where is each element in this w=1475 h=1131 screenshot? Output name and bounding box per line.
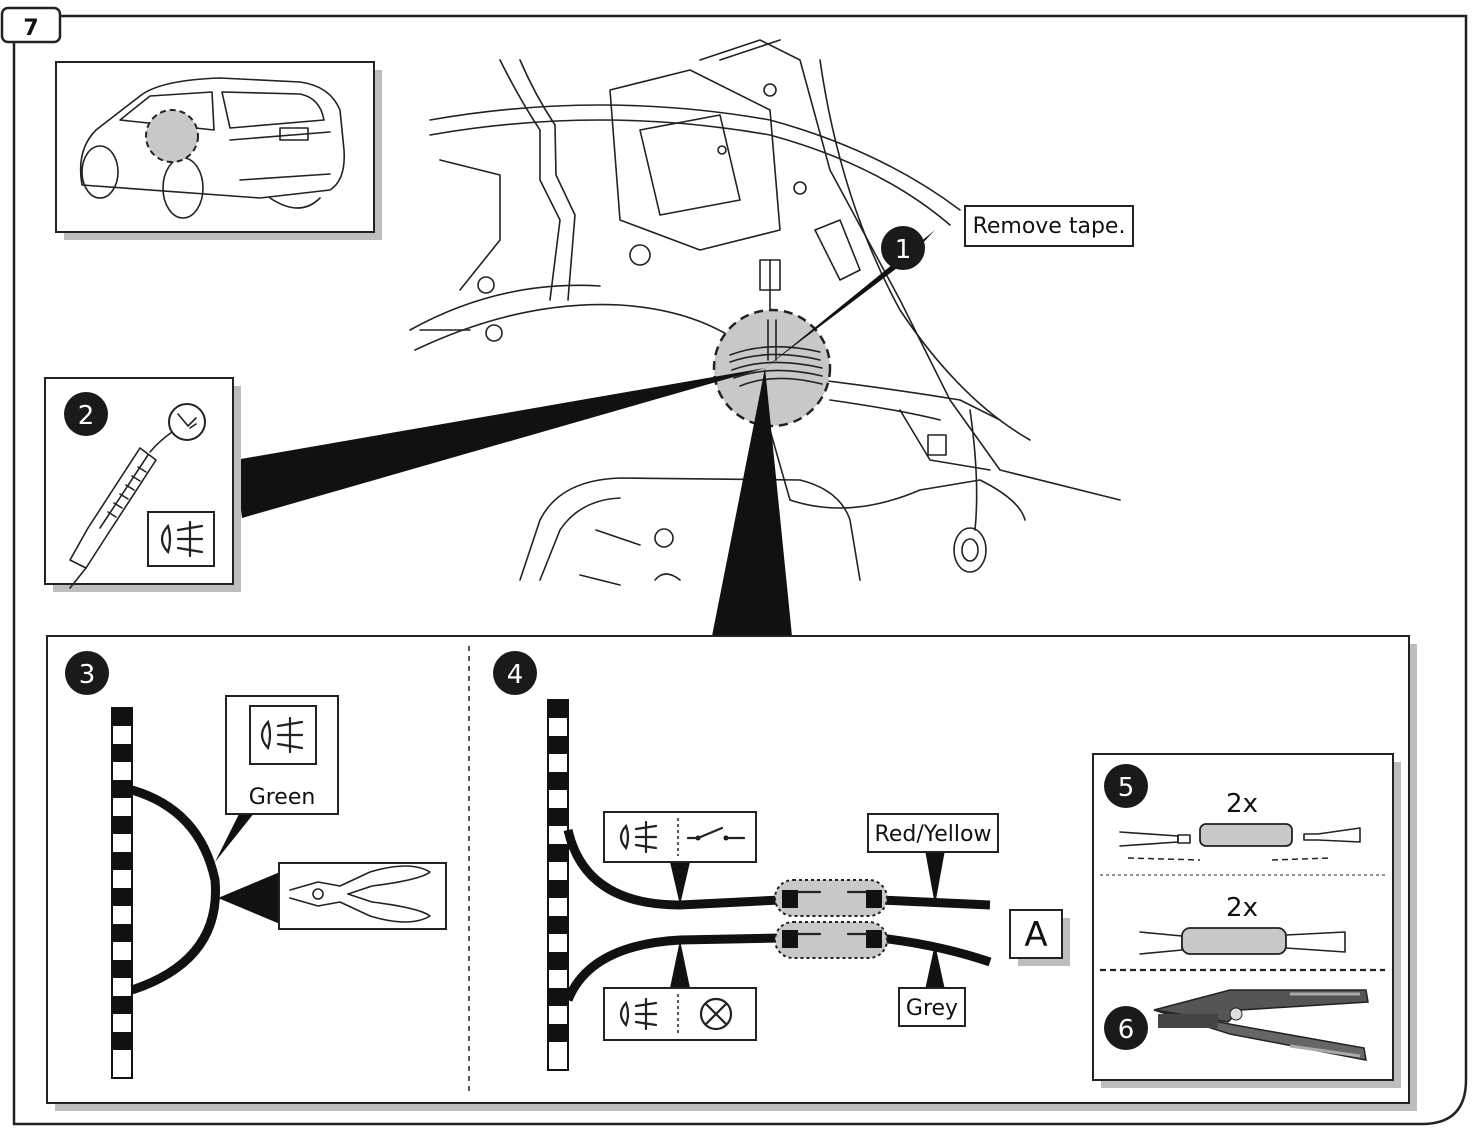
green-wire xyxy=(130,785,220,995)
switch-icon xyxy=(686,826,746,841)
remove-tape-label: Remove tape. xyxy=(964,205,1134,247)
wire-bottom-label xyxy=(603,987,757,1041)
step-badge: 7 xyxy=(0,6,62,44)
connector-a-label: A xyxy=(1009,909,1070,966)
fog-lamp-icon xyxy=(147,511,215,567)
pointer-green xyxy=(215,812,255,862)
connector-assembly-icon xyxy=(1119,823,1361,861)
red-yellow-label: Red/Yellow xyxy=(867,813,999,853)
side-cutter-icon xyxy=(278,862,447,930)
callout-5-number: 5 xyxy=(1118,773,1135,803)
lamp-icon xyxy=(699,997,733,1031)
butt-connector-bottom xyxy=(774,921,888,959)
grey-wire xyxy=(563,933,992,1002)
callout-1: 1 xyxy=(881,226,925,270)
car-location-panel xyxy=(55,61,382,240)
qty-bottom: 2x xyxy=(1226,893,1258,923)
fog-lamp-icon xyxy=(249,705,317,765)
outer-frame xyxy=(12,14,1468,1126)
green-label: Green xyxy=(249,785,316,810)
callout-3-number: 3 xyxy=(79,660,96,690)
vehicle-interior-drawing xyxy=(409,39,1121,586)
location-marker xyxy=(145,109,199,163)
grey-text: Grey xyxy=(906,996,958,1021)
harness-strip-right xyxy=(547,699,569,1071)
callout-6-number: 6 xyxy=(1118,1015,1135,1045)
red-yellow-text: Red/Yellow xyxy=(875,822,992,847)
module-bracket xyxy=(609,69,807,266)
callout-1-number: 1 xyxy=(895,235,912,265)
test-light-icon xyxy=(69,403,206,589)
harness-highlight xyxy=(712,308,832,428)
wire-bundle xyxy=(729,319,823,387)
fog-lamp-icon xyxy=(619,997,658,1031)
pointer-beam-2 xyxy=(235,368,765,518)
qty-top: 2x xyxy=(1226,789,1258,819)
crimp-tool-icon xyxy=(1153,989,1369,1061)
connector-a-text: A xyxy=(1024,915,1047,955)
fog-lamp-icon xyxy=(619,820,658,854)
step-3-cut-wire: 3 Green xyxy=(65,651,447,1079)
crimp-panel: 5 2x 2x 6 xyxy=(1092,753,1401,1088)
grey-label: Grey xyxy=(898,987,966,1027)
pointer-cutter xyxy=(218,872,280,924)
harness-strip-left xyxy=(111,707,133,1079)
callout-4-number: 4 xyxy=(507,660,524,690)
pointer-beam-3 xyxy=(712,368,792,636)
callout-2-number: 2 xyxy=(78,401,95,431)
wire-top-label xyxy=(603,811,757,863)
crimped-connector-icon xyxy=(1139,927,1346,955)
car-rear-view xyxy=(79,77,346,219)
butt-connector-top xyxy=(774,879,888,917)
step-number: 7 xyxy=(23,16,38,41)
step-4-splice: 4 xyxy=(493,651,1070,1071)
remove-tape-text: Remove tape. xyxy=(973,214,1126,239)
green-label-box: Green xyxy=(225,695,339,815)
test-light-panel: 2 xyxy=(44,377,241,592)
